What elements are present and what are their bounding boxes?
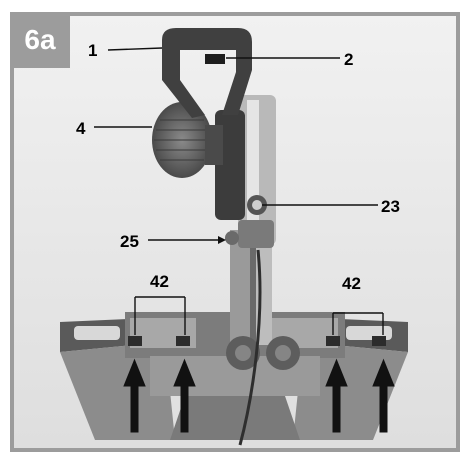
callout-2: 2 xyxy=(344,50,354,69)
callout-leader-lines xyxy=(94,47,384,335)
figure-badge: 6a xyxy=(10,12,70,68)
callout-42-left: 42 xyxy=(150,272,169,291)
callout-25-arrowhead xyxy=(218,236,226,244)
indicator-arrows xyxy=(123,358,395,433)
callout-23: 23 xyxy=(381,197,400,216)
callout-25: 25 xyxy=(120,232,139,251)
callout-1: 1 xyxy=(88,41,98,60)
saw-base xyxy=(60,312,408,440)
callout-42-right: 42 xyxy=(342,274,361,293)
saw-handle xyxy=(162,28,252,118)
motor-housing xyxy=(152,102,223,178)
saw-column xyxy=(226,230,300,446)
callout-4: 4 xyxy=(76,119,86,138)
